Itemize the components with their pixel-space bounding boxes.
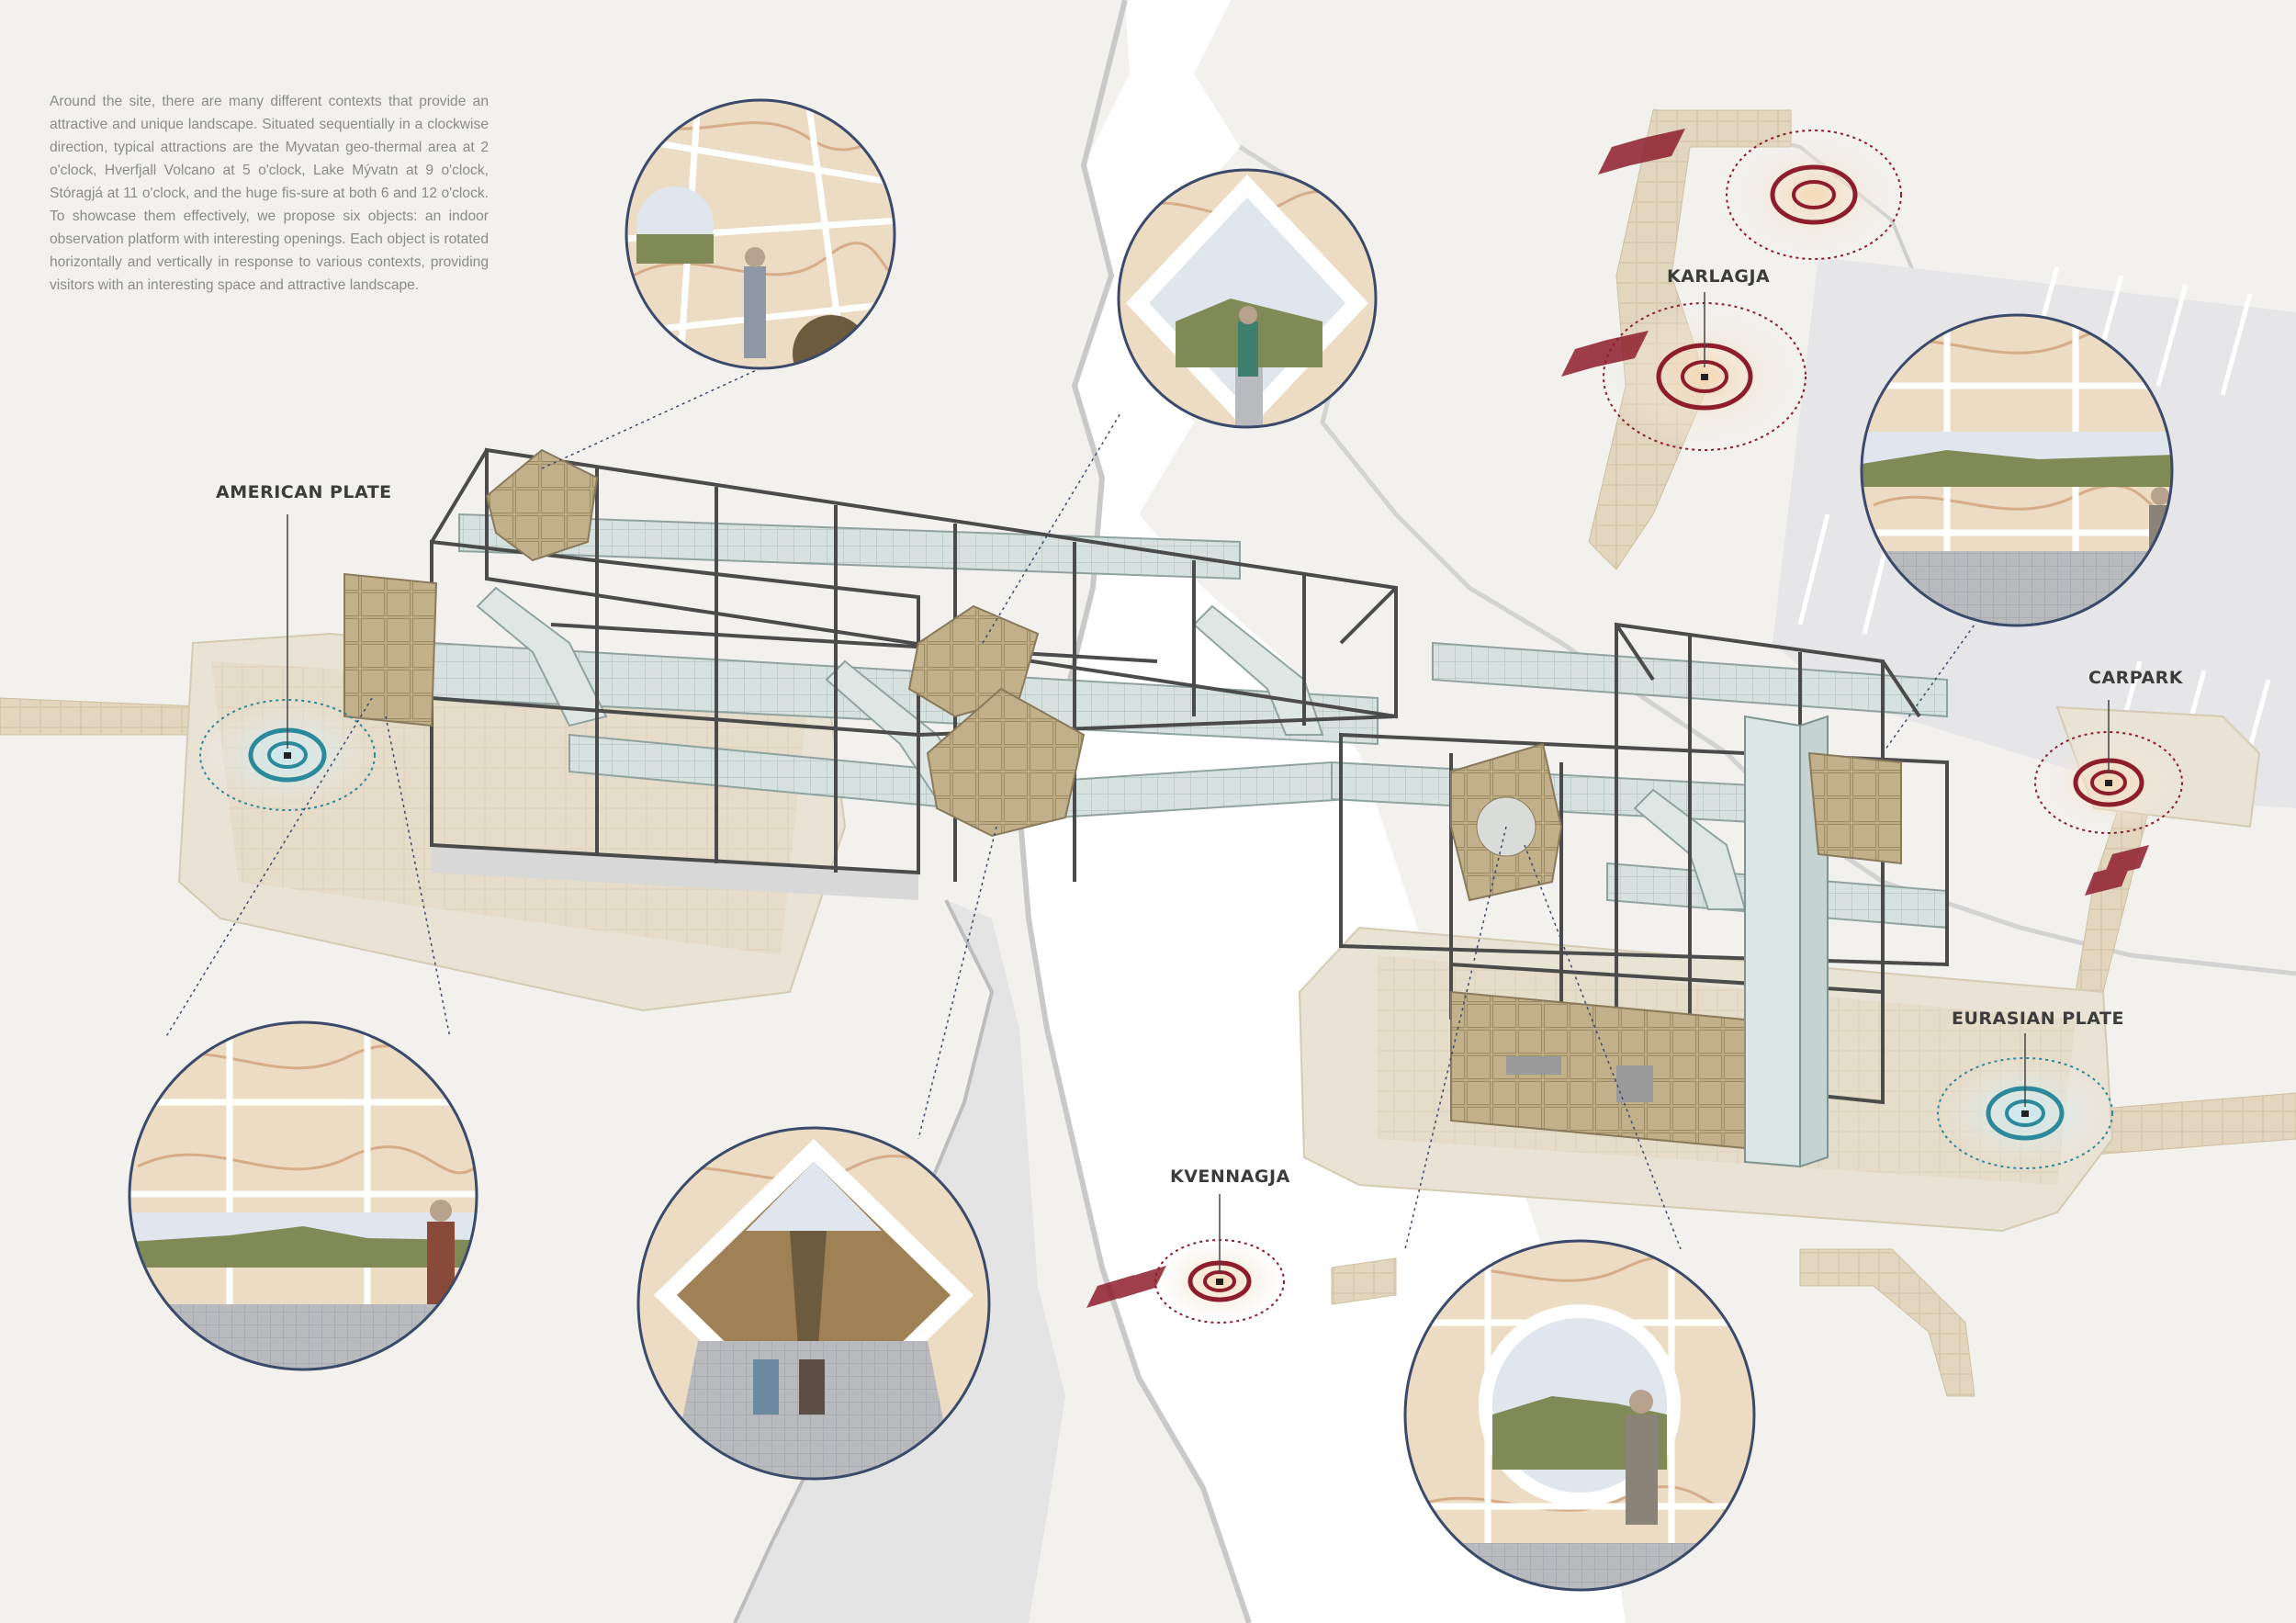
- viewing-cube: [485, 448, 599, 562]
- label-american-plate: AMERICAN PLATE: [216, 482, 392, 502]
- view-bubble: [1403, 1239, 1756, 1592]
- callout-leaders: [164, 367, 1975, 1250]
- view-bubble: [1117, 168, 1378, 429]
- view-bubble: [128, 1020, 478, 1371]
- viewing-cube: [1807, 751, 1902, 865]
- view-bubble: [1860, 313, 2174, 627]
- viewing-cube: [343, 572, 438, 727]
- viewpoint-marker-eurasian-plate: [1937, 1033, 2113, 1169]
- intro-paragraph: Around the site, there are many differen…: [50, 94, 489, 293]
- label-eurasian-plate: EURASIAN PLATE: [1952, 1009, 2124, 1029]
- view-bubble: [636, 1126, 991, 1481]
- viewing-cube: [926, 687, 1086, 838]
- viewing-cube: [1450, 742, 1563, 902]
- viewpoint-marker-american-plate: [199, 514, 376, 811]
- observation-structure: [343, 447, 1949, 1168]
- label-karlagja: KARLAGJA: [1667, 266, 1771, 287]
- viewpoint-marker-karlagja: [1561, 129, 1902, 451]
- view-bubble: [625, 98, 896, 370]
- label-kvennagja: KVENNAGJA: [1170, 1167, 1290, 1187]
- viewpoint-marker-carpark: [2034, 700, 2183, 896]
- viewpoint-marker-kvennagja: [1086, 1194, 1285, 1324]
- label-carpark: CARPARK: [2088, 668, 2184, 688]
